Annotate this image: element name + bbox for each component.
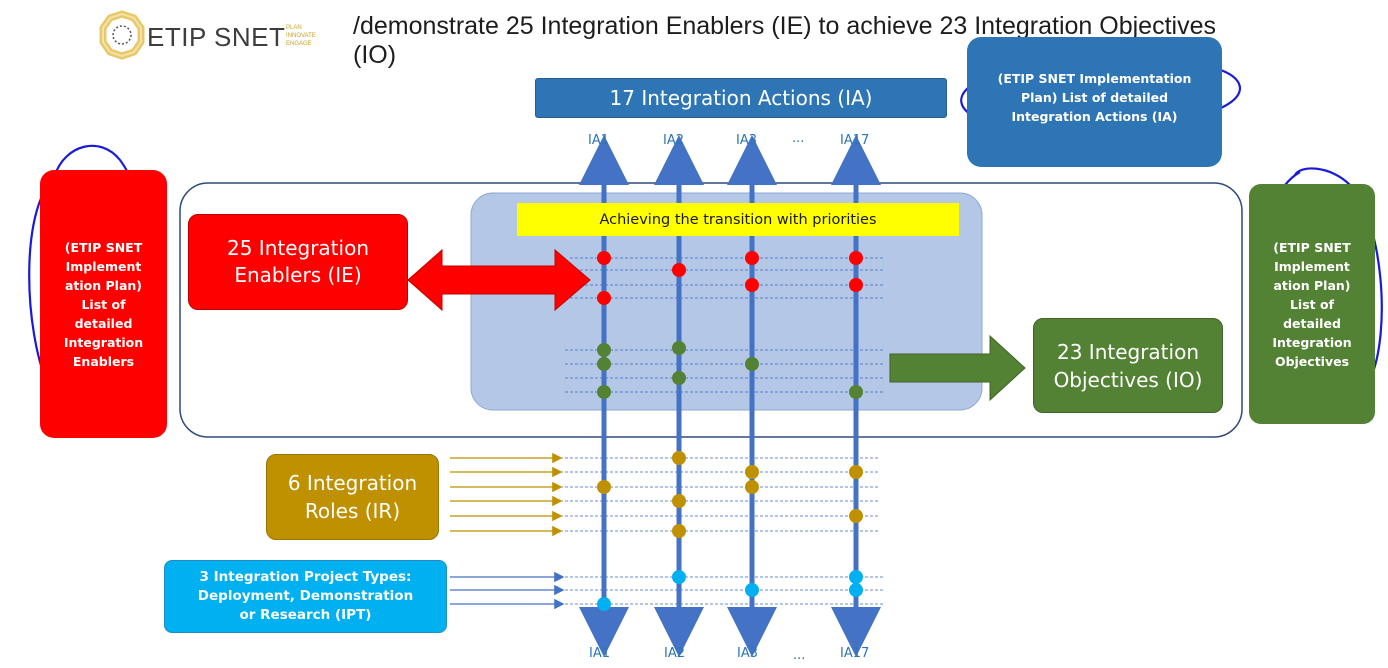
ie-detail-box: (ETIP SNET Implement ation Plan) List of… — [40, 170, 167, 438]
ir-arrows — [450, 452, 563, 537]
logo-tagline-plan: PLAN — [286, 25, 302, 31]
ia-bottom-label: IA2 — [664, 646, 685, 661]
integration-actions-bar: 17 Integration Actions (IA) — [535, 78, 947, 118]
integration-enablers-box: 25 Integration Enablers (IE) — [188, 214, 408, 310]
ia-bottom-label: IA17 — [840, 646, 870, 661]
ipt-dots — [597, 570, 863, 611]
integration-roles-box: 6 Integration Roles (IR) — [266, 454, 439, 540]
integration-project-types-box: 3 Integration Project Types: Deployment,… — [164, 560, 447, 633]
page-title-line2: (IO) — [353, 41, 397, 69]
io-detail-line: ation Plan) — [1273, 277, 1351, 293]
io-box-line: 23 Integration — [1056, 339, 1199, 364]
ie-detail-line: detailed — [74, 315, 133, 331]
ia-top-label: IA17 — [840, 133, 870, 148]
ipt-arrows — [450, 571, 565, 610]
ia-top-label: IA1 — [588, 133, 609, 148]
ie-dots — [597, 251, 863, 305]
ia-detail-line: Integration Actions (IA) — [1011, 109, 1178, 124]
io-detail-line: (ETIP SNET — [1273, 239, 1351, 255]
logo-tagline-engage: ENGAGE — [286, 41, 312, 47]
logo-icon — [99, 10, 145, 60]
io-detail-line: detailed — [1283, 315, 1341, 331]
integration-objectives-box: 23 Integration Objectives (IO) — [1033, 318, 1223, 413]
io-detail-line: Integration — [1272, 334, 1352, 350]
ia-detail-line: (ETIP SNET Implementation — [997, 71, 1192, 86]
ipt-box-line: or Research (IPT) — [239, 607, 372, 623]
logo-tagline-innovate: INNOVATE — [286, 33, 316, 39]
page-title-line1: /demonstrate 25 Integration Enablers (IE… — [353, 12, 1216, 40]
io-arrow — [889, 334, 1026, 402]
ia-top-ellipsis: ... — [792, 131, 805, 146]
ia-detail-line: Plan) List of detailed — [1020, 90, 1169, 105]
ia-bottom-label: IA3 — [737, 646, 758, 661]
io-detail-line: List of — [1289, 296, 1335, 312]
io-detail-line: Implement — [1274, 258, 1350, 274]
ie-detail-line: ation Plan) — [64, 277, 142, 293]
ie-box-line: 25 Integration — [226, 236, 369, 260]
ia-bottom-ellipsis: ... — [793, 648, 806, 663]
ie-detail-line: Enablers — [72, 353, 135, 369]
logo-name: ETIP SNET — [147, 22, 286, 52]
ir-box-line: 6 Integration — [287, 471, 418, 495]
ipt-box-line: 3 Integration Project Types: — [199, 569, 412, 585]
logo-tagline: PLAN INNOVATE ENGAGE — [286, 24, 316, 48]
ie-double-arrow — [407, 248, 591, 312]
ipt-box-line: Deployment, Demonstration — [197, 588, 414, 604]
ia-detail-box: (ETIP SNET Implementation Plan) List of … — [967, 37, 1222, 167]
ie-detail-line: Integration — [63, 334, 144, 350]
ir-box-line: Roles (IR) — [304, 499, 401, 523]
ia-bottom-label: IA1 — [589, 646, 610, 661]
ia-top-label: IA2 — [663, 133, 684, 148]
ie-detail-line: List of — [81, 296, 126, 312]
ia-top-label: IA3 — [736, 133, 757, 148]
io-box-line: Objectives (IO) — [1053, 367, 1203, 392]
transition-label: Achieving the transition with priorities — [517, 203, 959, 236]
ie-box-line: Enablers (IE) — [234, 263, 362, 287]
io-detail-box: (ETIP SNET Implement ation Plan) List of… — [1249, 184, 1375, 424]
io-detail-line: Objectives — [1274, 353, 1350, 369]
ie-detail-line: (ETIP SNET — [64, 239, 143, 255]
io-dots — [597, 341, 863, 399]
ie-detail-line: Implement — [65, 258, 142, 274]
ir-dots — [597, 451, 863, 538]
